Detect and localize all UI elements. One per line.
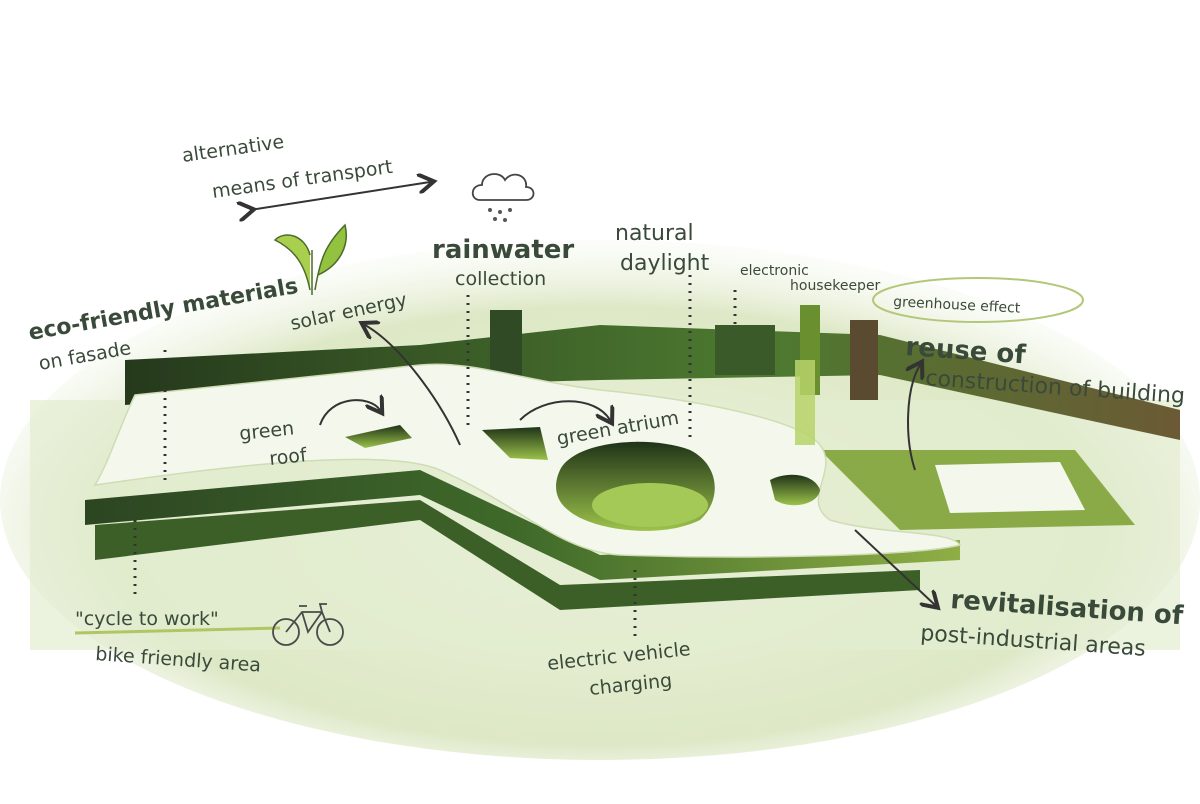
- leaf-icon: [273, 223, 347, 295]
- label-daylight-2: daylight: [620, 251, 710, 276]
- light-beam: [795, 360, 815, 445]
- label-housekeeper-1: electronic: [740, 263, 809, 279]
- label-daylight-1: natural: [615, 221, 694, 246]
- label-transport-2: means of transport: [211, 156, 394, 203]
- roof-opening-triangle: [482, 427, 548, 460]
- tower-mid: [715, 325, 775, 375]
- front-lower-step: [95, 500, 920, 610]
- label-green-roof-2: roof: [268, 444, 309, 470]
- tower-far-right: [850, 320, 878, 400]
- atrium-floor: [592, 483, 708, 527]
- label-transport-1: alternative: [181, 131, 286, 167]
- roof-opening-small: [345, 425, 412, 448]
- back-wall: [125, 325, 1180, 440]
- label-greenhouse: greenhouse effect: [893, 294, 1021, 317]
- annex-roof: [935, 462, 1085, 513]
- cycle-underline: [74, 626, 281, 635]
- bicycle-icon: [272, 603, 344, 646]
- leader-lines: [133, 275, 737, 640]
- roof-opening-right: [770, 474, 820, 506]
- main-roof: [93, 363, 962, 558]
- label-cycle-1: "cycle to work": [75, 608, 219, 630]
- greenhouse-oval: [872, 277, 1084, 323]
- label-rainwater: rainwater: [432, 235, 574, 265]
- rain-cloud-icon: [471, 173, 535, 222]
- label-rainwater-sub: collection: [455, 268, 546, 290]
- arrows: [250, 182, 935, 605]
- label-housekeeper-2: housekeeper: [790, 278, 881, 294]
